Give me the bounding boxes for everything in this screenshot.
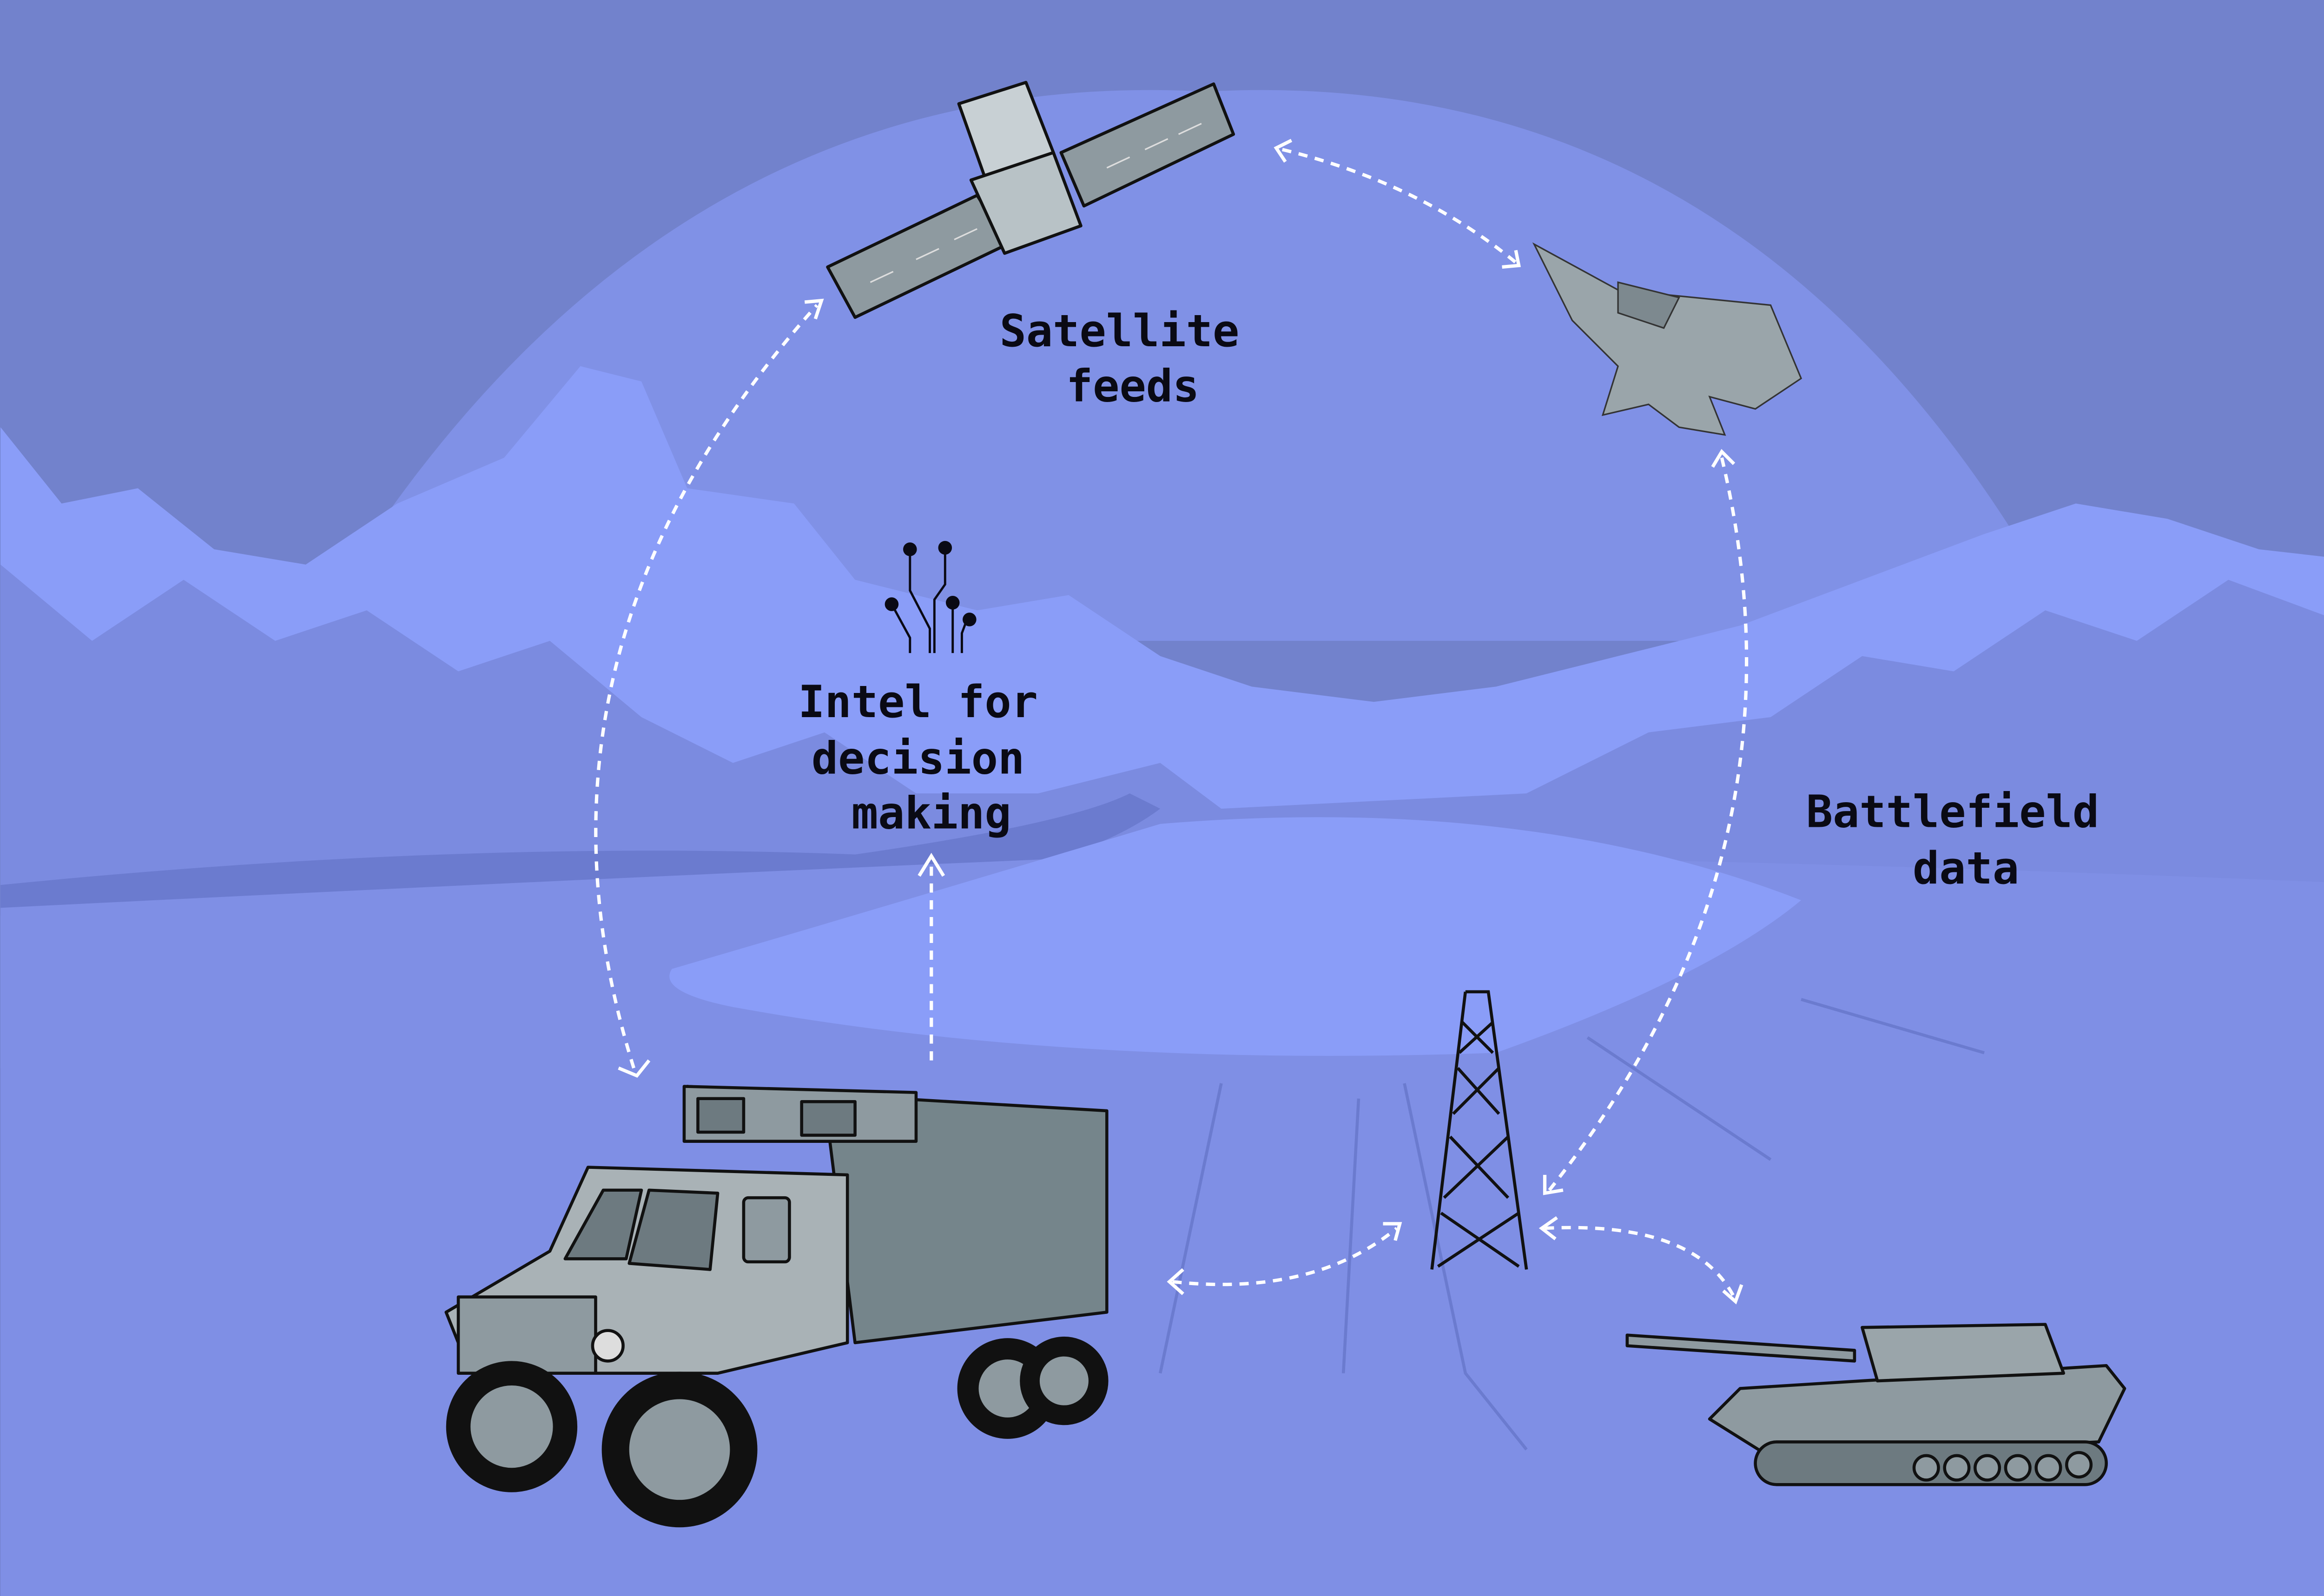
radio-tower-icon (1430, 990, 1528, 1270)
arrow-jet-to-tower (1543, 448, 1749, 1195)
label-satellite-feeds: Satellite feeds (1000, 306, 1266, 412)
arrow-truck-to-satellite (594, 298, 824, 1078)
arrow-satellite-to-jet (1274, 138, 1521, 269)
arrow-truck-to-tower (1167, 1222, 1402, 1295)
arrow-tower-to-tank (1538, 1216, 1743, 1305)
ridge-shadow (0, 793, 1161, 916)
mountains-near (0, 564, 2324, 900)
road-tracks (1158, 998, 1985, 1451)
fighter-jet-icon (1532, 242, 1802, 436)
label-battlefield-data: Battlefield data (1806, 786, 2126, 894)
military-truck-icon (444, 1085, 1109, 1528)
label-intel-decision-making: Intel for decision making (798, 677, 1064, 839)
tank-icon (1625, 1323, 2126, 1486)
arrow-truck-to-intel (918, 852, 945, 1061)
lake (669, 817, 1802, 1056)
satellite-icon (826, 80, 1235, 319)
circuit-brain-icon (885, 541, 977, 653)
